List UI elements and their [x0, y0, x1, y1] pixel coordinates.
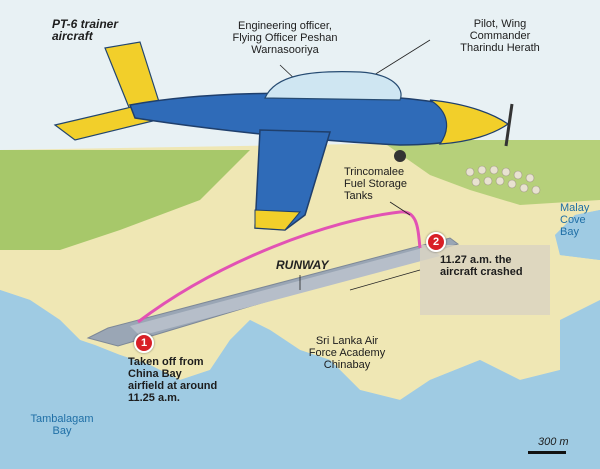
scale-label: 300 m	[538, 436, 569, 448]
aircraft-nose	[429, 99, 510, 145]
leader-line-fuel	[389, 201, 411, 216]
event-marker-1: 1	[134, 333, 154, 353]
aircraft-wheel	[394, 150, 406, 162]
aircraft-illustration	[53, 41, 514, 231]
aircraft-wing-tip	[254, 209, 302, 231]
pilot-label: Pilot, Wing Commander Tharindu Herath	[460, 18, 540, 54]
vegetation-area	[0, 150, 250, 250]
academy-label: Sri Lanka Air Force Academy Chinabay	[308, 335, 386, 371]
aircraft-type-label: PT-6 trainer aircraft	[52, 17, 119, 43]
engineer-label: Engineering officer, Flying Officer Pesh…	[232, 20, 338, 56]
runway-label: RUNWAY	[276, 258, 329, 272]
taxiway	[130, 246, 440, 336]
bay-water	[0, 290, 600, 469]
scale-bar	[528, 451, 566, 454]
fuel-tanks-cluster	[465, 165, 541, 195]
aircraft-propeller	[504, 103, 514, 147]
aircraft-canopy	[264, 71, 402, 101]
fuel-storage-label: Trincomalee Fuel Storage Tanks	[344, 166, 407, 202]
event-marker-2: 2	[426, 232, 446, 252]
event-takeoff-label: Taken off from China Bay airfield at aro…	[128, 356, 218, 404]
flight-path	[137, 210, 422, 324]
cove-water	[555, 210, 600, 260]
urban-area	[420, 245, 550, 315]
vegetation-area	[380, 140, 600, 205]
tambalagam-bay-label: Tambalagam Bay	[30, 413, 94, 437]
leader-line-academy	[349, 269, 421, 291]
malay-cove-bay-label: Malay Cove Bay	[560, 202, 590, 238]
event-crash-label: 11.27 a.m. the aircraft crashed	[440, 254, 523, 278]
